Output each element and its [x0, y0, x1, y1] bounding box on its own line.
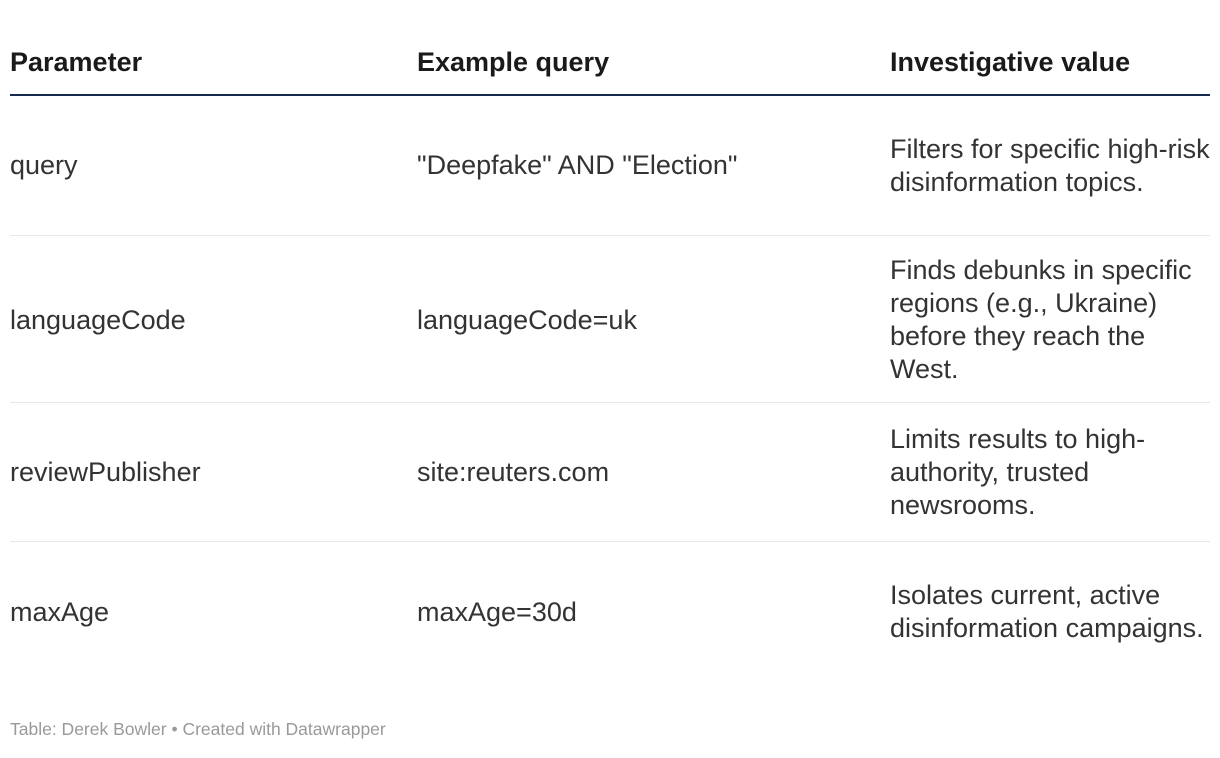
cell-example-query: site:reuters.com	[417, 456, 610, 487]
cell-investigative-value: Limits results to high-authority, truste…	[890, 423, 1146, 520]
cell-investigative-value: Finds debunks in specific regions (e.g.,…	[890, 255, 1192, 384]
table-row: maxAge maxAge=30d Isolates current, acti…	[10, 542, 1210, 682]
column-header-example-query: Example query	[417, 47, 610, 77]
column-header-investigative-value: Investigative value	[890, 47, 1131, 77]
table-credit-line: Table: Derek Bowler • Created with Dataw…	[10, 719, 386, 739]
cell-investigative-value: Isolates current, active disinformation …	[890, 580, 1204, 643]
column-header-parameter: Parameter	[10, 47, 143, 77]
table-row: query "Deepfake" AND "Election" Filters …	[10, 96, 1210, 236]
cell-example-query: languageCode=uk	[417, 304, 637, 335]
table-row: reviewPublisher site:reuters.com Limits …	[10, 403, 1210, 542]
cell-parameter: query	[10, 150, 78, 180]
cell-parameter: languageCode	[10, 304, 186, 335]
table-row: languageCode languageCode=uk Finds debun…	[10, 236, 1210, 403]
datawrapper-table: Parameter Example query Investigative va…	[10, 0, 1210, 739]
cell-example-query: "Deepfake" AND "Election"	[417, 150, 738, 180]
cell-parameter: reviewPublisher	[10, 456, 201, 487]
table-header-row: Parameter Example query Investigative va…	[10, 0, 1210, 96]
cell-parameter: maxAge	[10, 596, 110, 627]
cell-example-query: maxAge=30d	[417, 596, 577, 627]
cell-investigative-value: Filters for specific high-risk disinform…	[890, 133, 1210, 197]
